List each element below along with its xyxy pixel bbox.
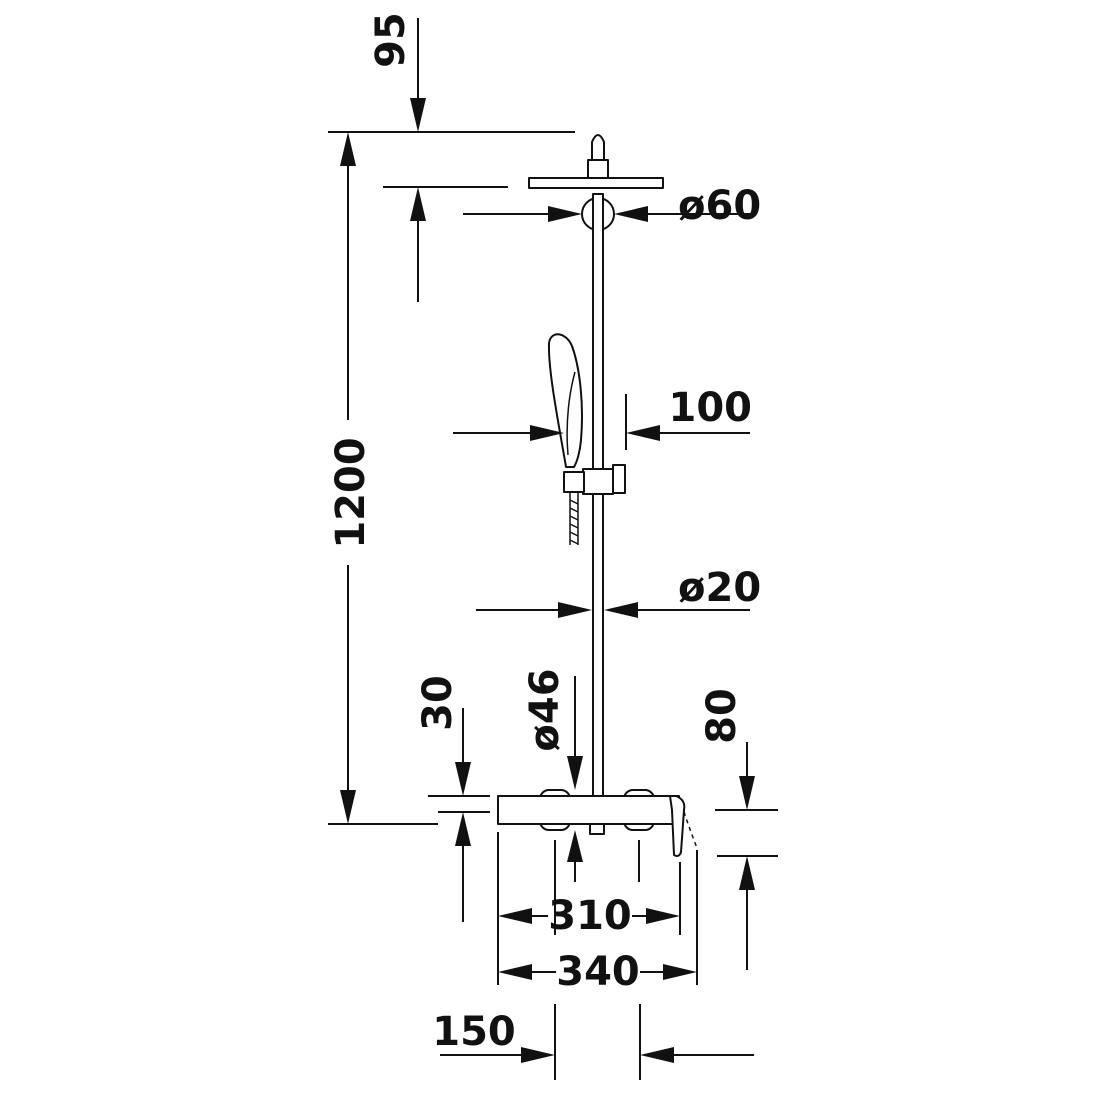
hand-shower-holder — [563, 471, 585, 493]
hand-shower — [547, 333, 583, 468]
mixer-outlet — [589, 823, 605, 835]
mixer-handle-swing — [683, 811, 698, 849]
dim-340-right-arrow — [663, 964, 697, 980]
label-100: 100 — [669, 385, 753, 431]
dim-310-left-arrow — [498, 908, 532, 924]
label-1200: 1200 — [328, 437, 374, 548]
dim-46-top-arrow — [567, 756, 583, 790]
dim-20-right-arrow — [604, 602, 638, 618]
dim-100-right-arrow — [626, 425, 660, 441]
label-30: 30 — [415, 675, 461, 731]
label-95: 95 — [368, 12, 414, 68]
dim-30-top-arrow — [455, 762, 471, 796]
label-80: 80 — [699, 688, 745, 744]
dim-20-left-arrow — [558, 602, 592, 618]
dim-80-top-arrow — [739, 776, 755, 810]
dim-30-bottom-arrow — [455, 812, 471, 846]
hand-shower-face — [566, 371, 576, 456]
dimension-labels: 95 ø60 1200 100 ø20 30 ø46 80 310 340 15… — [328, 12, 761, 1055]
dimension-lines — [328, 18, 778, 1080]
overhead-shower-head — [528, 177, 664, 189]
shower-hose-coil — [569, 499, 579, 545]
dim-1200-arrow-top — [340, 132, 356, 166]
label-diameter-60: ø60 — [678, 183, 761, 229]
dim-150-left-arrow — [521, 1047, 555, 1063]
dim-1200-arrow-bottom — [340, 790, 356, 824]
dim-46-bottom-arrow — [567, 830, 583, 862]
label-diameter-20: ø20 — [678, 565, 761, 611]
mixer-handle — [669, 795, 686, 857]
shower-head-connector — [587, 159, 609, 179]
label-150: 150 — [432, 1009, 516, 1055]
label-310: 310 — [548, 893, 632, 939]
dim-150-right-arrow — [640, 1047, 674, 1063]
dim-95-arrow — [410, 98, 426, 132]
dim-80-bottom-arrow — [739, 856, 755, 890]
label-diameter-46: ø46 — [522, 668, 568, 751]
label-340: 340 — [556, 949, 640, 995]
dim-95-lower-arrow — [410, 187, 426, 221]
dim-60-left-arrow — [548, 206, 582, 222]
slider-lever — [612, 464, 626, 494]
dim-60-right-arrow — [614, 206, 648, 222]
rail-slider — [582, 468, 614, 495]
shower-column-outline — [497, 134, 698, 857]
shower-rail — [592, 193, 604, 801]
shower-head-nozzle — [591, 134, 605, 161]
dim-310-right-arrow — [646, 908, 680, 924]
mixer-body — [497, 795, 680, 825]
dim-100-left-arrow — [530, 425, 564, 441]
dim-340-left-arrow — [498, 964, 532, 980]
